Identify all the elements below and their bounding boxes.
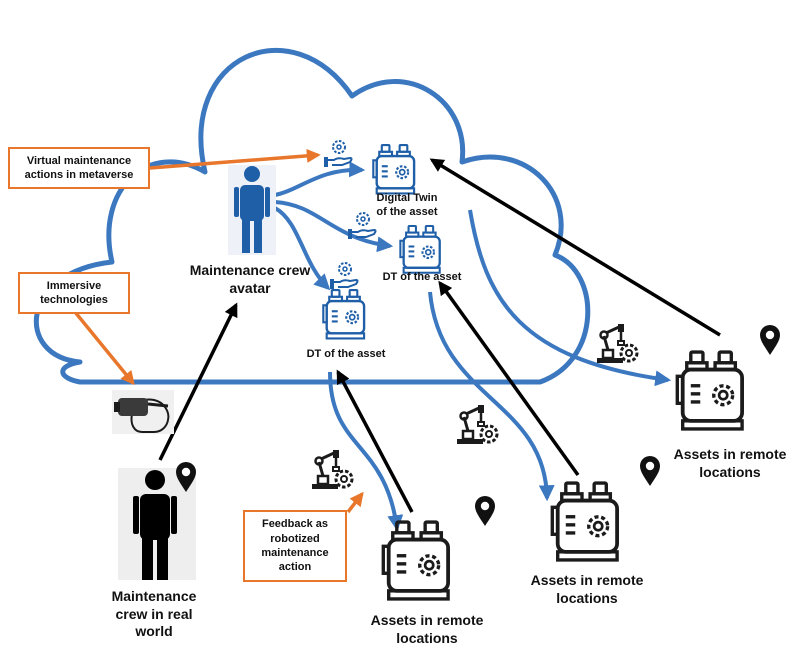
dt-machine-top-icon <box>372 143 416 195</box>
virtual-callout-line-2: actions in metaverse <box>24 169 134 181</box>
arrow-dt-mid-to-asset-mid <box>428 291 555 502</box>
location-pin-icon <box>640 456 660 486</box>
asset-right-label-line-2: locations <box>699 463 761 480</box>
arrow-avatar-to-dt-mid <box>274 200 394 253</box>
feedback-callout-line-4: action <box>278 561 312 574</box>
virtual-maintenance-callout: Virtual maintenance actions in metaverse <box>8 147 150 189</box>
arrow-asset-right-to-dt-top <box>429 158 721 337</box>
feedback-callout-line-1: Feedback as <box>261 518 329 531</box>
dt-machine-low-icon <box>322 288 366 340</box>
feedback-callout-line-2: robotized <box>270 532 320 545</box>
arrow-asset-mid-to-dt-mid <box>438 280 580 477</box>
asset-right-label: Assets in remote locations <box>660 446 800 481</box>
human-label: Maintenance crew in real world <box>84 588 224 641</box>
immersive-technologies-callout: Immersive technologies <box>18 272 130 314</box>
avatar-person-icon <box>228 165 276 255</box>
human-label-line-2: crew in real <box>115 605 193 622</box>
asset-machine-bottom-icon <box>381 520 450 601</box>
immersive-callout-line-1: Immersive <box>46 279 102 292</box>
robot-arm-icon <box>455 403 499 446</box>
gear-hand-icon <box>323 140 353 168</box>
dt-mid-label-text: DT of the asset <box>382 271 462 283</box>
location-pin-icon <box>475 496 495 526</box>
dt-low-label: DT of the asset <box>296 348 396 362</box>
arrow-virtual-callout <box>149 148 321 170</box>
gear-hand-icon <box>329 262 359 290</box>
asset-machine-mid-icon <box>550 481 619 562</box>
robot-arm-icon <box>310 448 354 491</box>
asset-machine-right-icon <box>675 350 744 431</box>
arrow-immersive-callout <box>73 310 135 386</box>
immersive-callout-line-2: technologies <box>40 294 108 306</box>
asset-right-label-line-1: Assets in remote <box>673 446 787 462</box>
arrow-asset-bottom-to-dt-low <box>336 369 414 513</box>
asset-bottom-label-line-2: locations <box>396 629 458 646</box>
virtual-callout-line-1: Virtual maintenance <box>26 154 132 167</box>
asset-mid-label-line-2: locations <box>556 589 618 606</box>
dt-machine-mid-icon <box>399 224 441 274</box>
arrow-avatar-to-dt-top <box>274 161 366 197</box>
robot-arm-icon <box>595 322 639 365</box>
dt-top-label-line-2: of the asset <box>376 205 438 218</box>
cloud-shape <box>33 47 591 385</box>
arrow-feedback-callout <box>346 491 364 514</box>
arrow-dt-low-to-asset-bottom <box>328 371 404 532</box>
asset-bottom-label: Assets in remote locations <box>352 612 502 647</box>
human-label-line-1: Maintenance <box>111 588 197 604</box>
location-pin-icon <box>760 325 780 355</box>
arrow-avatar-to-dt-low <box>273 206 331 291</box>
feedback-callout-line-3: maintenance <box>261 547 329 559</box>
feedback-callout: Feedback as robotized maintenance action <box>243 510 347 582</box>
asset-mid-label: Assets in remote locations <box>512 572 662 607</box>
dt-top-label: Digital Twin of the asset <box>362 192 452 220</box>
human-label-line-3: world <box>135 623 173 639</box>
asset-bottom-label-line-1: Assets in remote <box>370 612 484 628</box>
asset-mid-label-line-1: Assets in remote <box>530 572 644 588</box>
arrow-dt-top-to-asset-right <box>468 209 672 387</box>
avatar-label-text: Maintenance crew avatar <box>189 262 311 296</box>
avatar-label: Maintenance crew avatar <box>185 262 315 297</box>
dt-low-label-text: DT of the asset <box>306 348 386 360</box>
vr-headset-icon <box>112 390 174 434</box>
dt-top-label-line-1: Digital Twin <box>376 192 438 204</box>
arrow-human-to-avatar <box>158 302 238 461</box>
dt-mid-label: DT of the asset <box>372 271 472 285</box>
